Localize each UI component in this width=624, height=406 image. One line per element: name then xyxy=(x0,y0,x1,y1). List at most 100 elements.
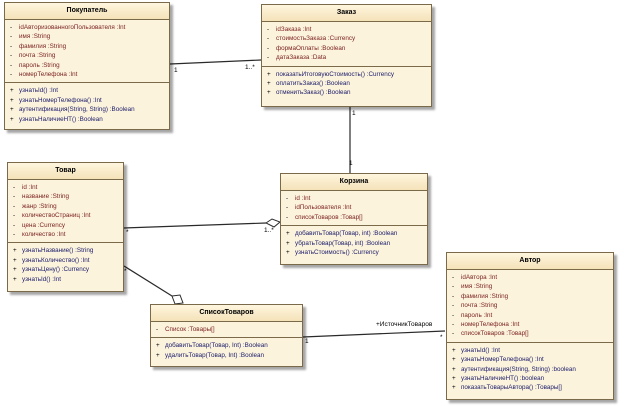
attributes-section: -Список :Товары[] xyxy=(151,322,302,339)
operation-text: узнатьId() :Int xyxy=(461,346,500,354)
attribute-text: пароль :String xyxy=(19,61,60,69)
operations-section: +узнатьId() :Int+узнатьНомерТелефона() :… xyxy=(447,343,613,396)
visibility-marker: + xyxy=(267,80,271,88)
attribute-row[interactable]: -формаОплаты :Boolean xyxy=(267,44,426,53)
attribute-row[interactable]: -списокТоваров :Товар[] xyxy=(452,329,608,338)
class-avtor[interactable]: Автор -idАвтора :Int-имя :String-фамилия… xyxy=(446,252,614,400)
operation-row[interactable]: +показатьИтоговуюСтоимость() :Currency xyxy=(267,70,426,79)
attribute-text: формаОплаты :Boolean xyxy=(276,44,346,52)
operation-row[interactable]: +узнатьСтоимость() :Currency xyxy=(286,248,422,257)
attribute-row[interactable]: -idПользователя :Int xyxy=(286,203,422,212)
attribute-row[interactable]: -id :Int xyxy=(286,194,422,203)
attribute-row[interactable]: -количество :Int xyxy=(13,230,118,239)
operation-row[interactable]: + узнатьНаличиеНТ() :boolean xyxy=(452,374,608,383)
visibility-marker: - xyxy=(452,292,455,300)
visibility-marker: - xyxy=(452,321,455,329)
operation-row[interactable]: +узнатьНомерТелефона() :Int xyxy=(452,355,608,364)
attribute-row[interactable]: -количествоСтраниц :Int xyxy=(13,211,118,220)
visibility-marker: + xyxy=(13,256,17,264)
attributes-section: -idЗаказа :Int-стоимостьЗаказа :Currency… xyxy=(262,22,431,67)
operation-text: узнатьЦену() :Currency xyxy=(22,266,90,274)
attributes-section: -id :Int-название :String-жанр :String-к… xyxy=(8,180,123,244)
multiplicity-pokupatel: 1 xyxy=(174,67,178,74)
visibility-marker: + xyxy=(286,230,290,238)
attribute-text: имя :String xyxy=(19,33,51,41)
operation-row[interactable]: +оплатитьЗаказ() :Boolean xyxy=(267,79,426,88)
operation-row[interactable]: +добавитьТовар(Товар, int) :Boolean xyxy=(286,229,422,238)
attribute-text: idАвтора :Int xyxy=(461,274,498,281)
visibility-marker: - xyxy=(10,42,13,50)
visibility-marker: + xyxy=(13,275,17,283)
attribute-text: списокТоваров :Товар[] xyxy=(295,213,363,221)
operation-text: убратьТовар(Товар, int) :Boolean xyxy=(295,239,391,247)
attribute-row[interactable]: -название :String xyxy=(13,192,118,201)
class-korzina[interactable]: Корзина -id :Int-idПользователя :Int-спи… xyxy=(280,173,428,265)
attribute-text: датаЗаказа :Data xyxy=(276,54,327,62)
operation-text: узнатьНаличиеНТ() :Boolean xyxy=(19,115,103,123)
operation-row[interactable]: + узнатьId() :Int xyxy=(13,275,118,284)
attribute-row[interactable]: -почта :String xyxy=(10,51,164,60)
attribute-row[interactable]: -idАвторизованногоПользователя :Int xyxy=(10,23,164,32)
operation-text: узнатьСтоимость() :Currency xyxy=(295,249,379,257)
operation-row[interactable]: +узнатьНомерТелефона() :Int xyxy=(10,96,164,105)
operation-text: узнатьId() :Int xyxy=(22,275,61,283)
operation-row[interactable]: +аутентификация(String, String) :boolean xyxy=(452,365,608,374)
attribute-row[interactable]: -номерТелефона :Int xyxy=(452,320,608,329)
operation-row[interactable]: +узнатьЦену() :Currency xyxy=(13,265,118,274)
visibility-marker: + xyxy=(452,375,456,383)
operation-text: узнатьКоличество() :Int xyxy=(22,256,90,264)
operation-row[interactable]: +аутентификация(String, String) :Boolean xyxy=(10,105,164,114)
attribute-row[interactable]: -списокТоваров :Товар[] xyxy=(286,213,422,222)
visibility-marker: - xyxy=(452,330,455,338)
attribute-row[interactable]: -почта :String xyxy=(452,301,608,310)
operation-text: показатьИтоговуюСтоимость() :Currency xyxy=(276,70,394,78)
attribute-text: фамилия :String xyxy=(461,292,509,300)
visibility-marker: - xyxy=(452,311,455,319)
visibility-marker: + xyxy=(452,384,456,392)
operation-row[interactable]: +отменитьЗаказ() :Boolean xyxy=(267,88,426,97)
attribute-row[interactable]: -пароль :String xyxy=(10,61,164,70)
operation-row[interactable]: +убратьТовар(Товар, int) :Boolean xyxy=(286,239,422,248)
operation-row[interactable]: +узнатьId() :Int xyxy=(452,346,608,355)
attribute-row[interactable]: -цена :Currency xyxy=(13,221,118,230)
operation-row[interactable]: +добавитьТовар(Товар, Int) :Boolean xyxy=(156,341,297,350)
class-title: Покупатель xyxy=(5,3,169,20)
association-spisok-avtor xyxy=(302,330,446,338)
operation-row[interactable]: +узнатьId() :Int xyxy=(10,86,164,95)
attribute-row[interactable]: -idАвтора :Int xyxy=(452,273,608,282)
visibility-marker: - xyxy=(10,52,13,60)
attribute-row[interactable]: -номерТелефона :Int xyxy=(10,70,164,79)
attribute-row[interactable]: -пароль :Int xyxy=(452,311,608,320)
class-spisok[interactable]: СписокТоваров -Список :Товары[] +добавит… xyxy=(150,304,303,367)
operation-row[interactable]: +узнатьНазвание() :String xyxy=(13,246,118,255)
attribute-row[interactable]: -имя :String xyxy=(452,282,608,291)
attribute-row[interactable]: -имя :String xyxy=(10,32,164,41)
attribute-row[interactable]: -idЗаказа :Int xyxy=(267,25,426,34)
attribute-row[interactable]: -фамилия :String xyxy=(10,42,164,51)
attribute-row[interactable]: -жанр :String xyxy=(13,202,118,211)
visibility-marker: + xyxy=(452,356,456,364)
operation-row[interactable]: +узнатьНаличиеНТ() :Boolean xyxy=(10,115,164,124)
attribute-row[interactable]: -Список :Товары[] xyxy=(156,325,297,334)
visibility-marker: - xyxy=(10,61,13,69)
operation-row[interactable]: + узнатьКоличество() :Int xyxy=(13,256,118,265)
class-zakaz[interactable]: Заказ -idЗаказа :Int-стоимостьЗаказа :Cu… xyxy=(261,4,432,107)
visibility-marker: - xyxy=(267,35,270,43)
class-pokupatel[interactable]: Покупатель -idАвторизованногоПользовател… xyxy=(4,2,170,130)
operation-text: добавитьТовар(Товар, Int) :Boolean xyxy=(165,342,268,350)
operation-text: узнатьId() :Int xyxy=(19,87,58,95)
association-pokupatel-zakaz xyxy=(169,59,262,65)
class-tovar[interactable]: Товар -id :Int-название :String-жанр :St… xyxy=(7,162,124,292)
visibility-marker: - xyxy=(13,231,16,239)
aggregation-tovar-korzina xyxy=(123,222,267,229)
operation-row[interactable]: +удалитьТовар(Товар, Int) :Boolean xyxy=(156,351,297,360)
operation-text: узнатьНаличиеНТ() :boolean xyxy=(461,375,545,383)
attribute-row[interactable]: -фамилия :String xyxy=(452,292,608,301)
multiplicity-korzina-left: 1..* xyxy=(264,227,274,234)
attribute-row[interactable]: -стоимостьЗаказа :Currency xyxy=(267,34,426,43)
attribute-row[interactable]: -датаЗаказа :Data xyxy=(267,53,426,62)
operations-section: +узнатьId() :Int+узнатьНомерТелефона() :… xyxy=(5,83,169,127)
attribute-row[interactable]: -id :Int xyxy=(13,183,118,192)
operation-row[interactable]: +показатьТоварыАвтора() :Товары[] xyxy=(452,383,608,392)
